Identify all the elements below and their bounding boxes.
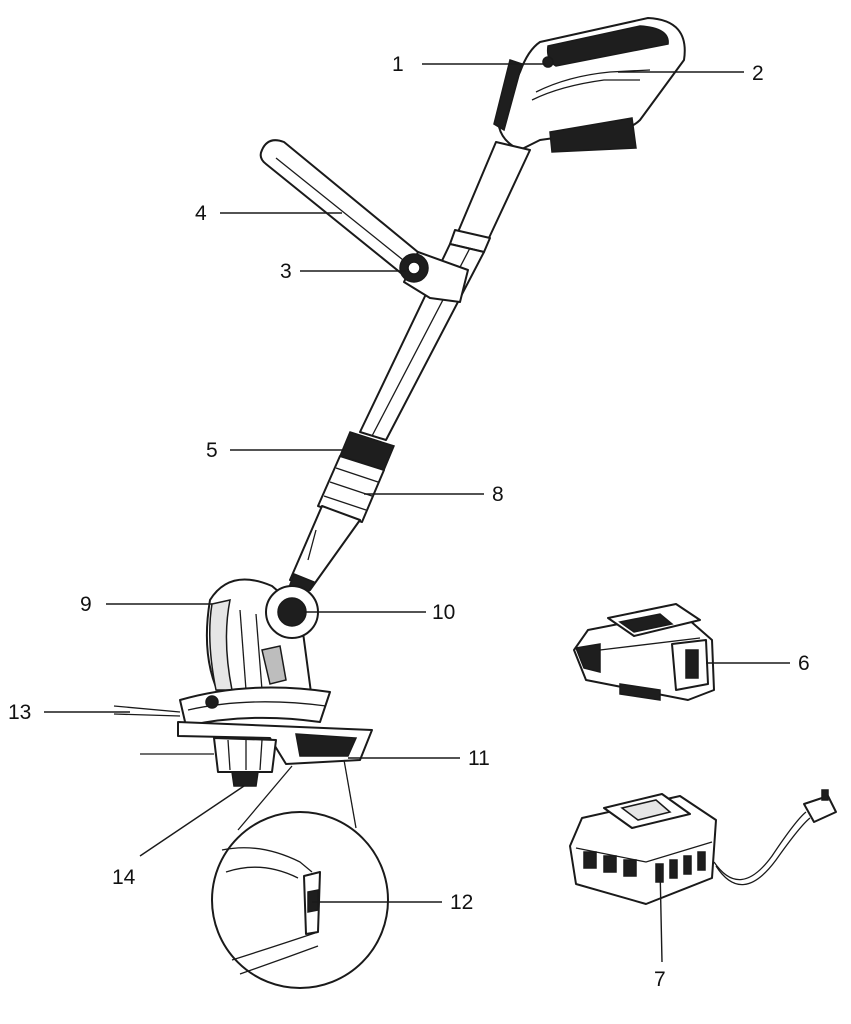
callout-8: 8	[492, 483, 504, 506]
telescopic-collar	[287, 431, 396, 597]
callout-13: 13	[8, 701, 31, 724]
callout-7: 7	[654, 968, 666, 991]
leader-lines	[44, 63, 790, 963]
callout-10: 10	[432, 601, 455, 624]
callout-3: 3	[280, 260, 292, 283]
callout-labels: 1 2 3 4 5 6 7 8 9 10 11 12 13 14	[8, 53, 810, 991]
callout-6: 6	[798, 652, 810, 675]
grass-trimmer	[113, 17, 686, 989]
auxiliary-handle	[259, 139, 469, 303]
battery-charger	[569, 789, 837, 905]
battery-pack	[573, 603, 715, 701]
line-cutter-detail	[211, 759, 389, 989]
callout-2: 2	[752, 62, 764, 85]
callout-5: 5	[206, 439, 218, 462]
guard	[113, 686, 373, 765]
spool	[140, 737, 277, 787]
callout-11: 11	[468, 747, 490, 770]
motor-housing	[205, 578, 319, 701]
leader-7	[659, 865, 663, 963]
main-handle	[493, 17, 686, 153]
callout-12: 12	[450, 891, 473, 914]
callout-9: 9	[80, 593, 92, 616]
callout-4: 4	[195, 202, 207, 225]
callout-1: 1	[392, 53, 404, 76]
callout-14: 14	[112, 866, 136, 889]
leader-14	[139, 785, 245, 857]
